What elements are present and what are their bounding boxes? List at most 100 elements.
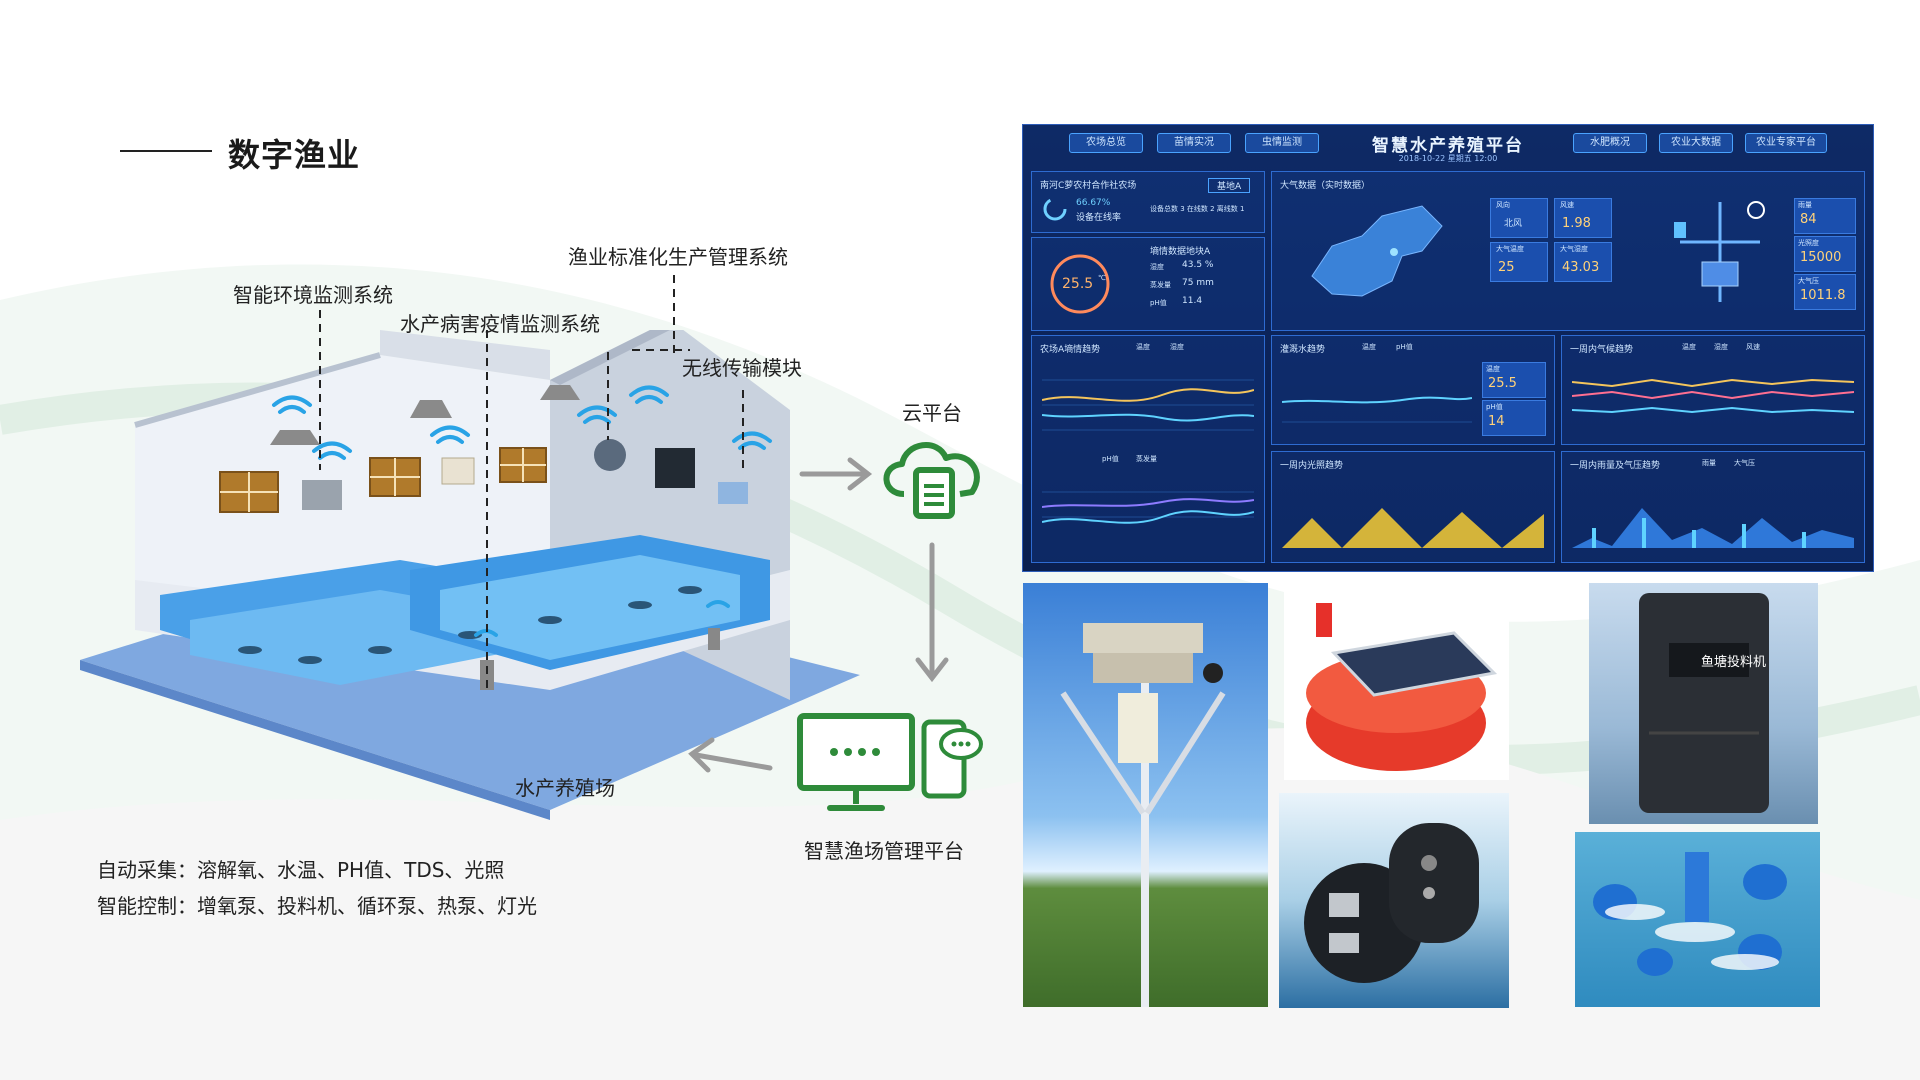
dash-legend-label: 湿度 (1170, 343, 1184, 351)
label-cloud: 云平台 (902, 401, 962, 425)
dash-tab[interactable]: 虫情监测 (1245, 133, 1319, 153)
aerator-photo (1575, 832, 1820, 1007)
label-farm: 水产养殖场 (515, 776, 615, 800)
dash-weather-title: 大气数据（实时数据） (1280, 181, 1371, 191)
dash-farm-name: 南河C萝农村合作社农场 (1040, 181, 1137, 191)
weather-label: 风速 (1560, 201, 1574, 209)
dash-chart-panel: 一周内雨量及气压趋势 雨量 大气压 (1561, 451, 1865, 563)
dash-legend-label: 温度 (1682, 343, 1696, 351)
dash-legend-label: 大气压 (1734, 459, 1755, 467)
online-ring-icon (1043, 197, 1067, 221)
weather-value: 1.98 (1562, 216, 1591, 231)
feeder-machine-icon (1639, 593, 1769, 813)
dash-soil-value: 43.5 % (1182, 260, 1214, 270)
dash-tab[interactable]: 水肥概况 (1573, 133, 1647, 153)
dash-tab[interactable]: 农业专家平台 (1745, 133, 1827, 153)
auto-collect-text: 自动采集：溶解氧、水温、PH值、TDS、光照 (97, 858, 505, 882)
dash-date: 2018-10-22 星期五 12:00 (1398, 154, 1498, 163)
dash-line-chart (1282, 396, 1472, 423)
weather-cell (1490, 198, 1548, 238)
weather-station-icon (1674, 201, 1765, 302)
monitor-phone-icon (797, 713, 983, 811)
label-env-monitor: 智能环境监测系统 (233, 283, 393, 307)
irrigation-label: 温度 (1486, 365, 1500, 373)
weather-value: 北风 (1504, 219, 1523, 229)
weather-station-icon (1060, 623, 1226, 1007)
dash-line-chart (1572, 378, 1854, 414)
dash-select[interactable]: 基地A (1208, 178, 1251, 193)
dash-legend-label: pH值 (1396, 343, 1413, 351)
dash-legend-label: 温度 (1136, 343, 1150, 351)
dash-tab[interactable]: 农场总览 (1069, 133, 1143, 153)
dash-online-label: 设备在线率 (1076, 213, 1122, 223)
dash-farm-panel: 南河C萝农村合作社农场 基地A 66.67% 设备在线率 设备总数 3 在线数 … (1031, 171, 1265, 233)
weather-label: 大气温度 (1496, 245, 1524, 253)
weather-value: 43.03 (1562, 260, 1600, 275)
label-disease-monitor: 水产病害疫情监测系统 (400, 312, 600, 336)
irrigation-label: pH值 (1486, 403, 1503, 411)
dash-legend-label: 温度 (1362, 343, 1376, 351)
cloud-icon (883, 442, 980, 519)
dash-soil-label: 蒸发量 (1150, 281, 1171, 289)
dash-chart-title: 一周内雨量及气压趋势 (1570, 461, 1661, 471)
dash-line-chart (1042, 491, 1254, 524)
dash-chart-title: 一周内气候趋势 (1570, 345, 1634, 355)
dash-tab[interactable]: 苗情实况 (1157, 133, 1231, 153)
dash-chart-panel: 农场A墒情趋势 温度 湿度 pH值 蒸发量 (1031, 335, 1265, 563)
aerator-icon (1593, 852, 1787, 976)
dash-temp-value: 25.5 (1062, 276, 1094, 292)
dash-soil-panel: 25.5 ℃ 墒情数据地块A 湿度 43.5 % 蒸发量 75 mm pH值 1… (1031, 237, 1265, 331)
dash-chart-panel: 一周内气候趋势 温度 湿度 风速 (1561, 335, 1865, 445)
dash-soil-value: 11.4 (1182, 296, 1203, 306)
side-stat-value: 15000 (1800, 250, 1842, 265)
side-stat-label: 雨量 (1798, 201, 1812, 209)
side-stat (1794, 198, 1856, 234)
feeder-photo: 鱼塘投料机 (1589, 583, 1818, 824)
dash-temp-unit: ℃ (1098, 274, 1106, 282)
side-stat (1794, 236, 1856, 272)
fish-farm-building (80, 330, 860, 820)
side-stat (1794, 274, 1856, 310)
dash-online-rate: 66.67% (1076, 198, 1111, 208)
buoy-photo (1284, 583, 1509, 780)
dash-legend-label: 风速 (1746, 343, 1760, 351)
dash-area-chart (1282, 508, 1544, 548)
dash-device-stats: 设备总数 3 在线数 2 离线数 1 (1150, 205, 1245, 213)
dashboard-screenshot: 农场总览 苗情实况 虫情监测 智慧水产养殖平台 2018-10-22 星期五 1… (1022, 124, 1874, 572)
dash-soil-title: 墒情数据地块A (1150, 247, 1211, 257)
dash-chart-panel: 灌溉水趋势 温度 pH值 温度 25.5 pH值 14 (1271, 335, 1555, 445)
dash-chart-title: 农场A墒情趋势 (1040, 345, 1101, 355)
label-wireless: 无线传输模块 (682, 356, 802, 380)
weather-label: 大气湿度 (1560, 245, 1588, 253)
irrigation-value: 14 (1488, 414, 1505, 429)
dash-tab[interactable]: 农业大数据 (1659, 133, 1733, 153)
smart-control-text: 智能控制：增氧泵、投料机、循环泵、热泵、灯光 (97, 894, 537, 918)
label-standard-mgmt: 渔业标准化生产管理系统 (568, 245, 788, 269)
camera-photo (1279, 793, 1509, 1008)
weather-cell (1554, 198, 1612, 238)
dash-chart-title: 灌溉水趋势 (1280, 345, 1326, 355)
temp-gauge-icon (1050, 254, 1110, 314)
dash-legend-label: pH值 (1102, 455, 1119, 463)
dash-legend-label: 湿度 (1714, 343, 1728, 351)
camera-icon (1304, 823, 1479, 983)
side-stat-label: 大气压 (1798, 277, 1819, 285)
dash-legend-label: 雨量 (1702, 459, 1716, 467)
buoy-icon (1306, 603, 1498, 771)
dash-title: 智慧水产养殖平台 (1372, 136, 1524, 156)
side-stat-label: 光照度 (1798, 239, 1819, 247)
title-line (120, 150, 212, 152)
dash-legend-label: 蒸发量 (1136, 455, 1157, 463)
dash-area-chart (1572, 508, 1854, 548)
dash-soil-label: 湿度 (1150, 263, 1164, 271)
weather-value: 25 (1498, 260, 1515, 275)
dash-chart-panel: 一周内光照趋势 (1271, 451, 1555, 563)
dash-soil-label: pH值 (1150, 299, 1167, 307)
weather-label: 风向 (1496, 201, 1510, 209)
dash-weather-panel: 大气数据（实时数据） 风向 北风 风速 1.98 大气温度 25 大气湿度 43… (1271, 171, 1865, 331)
side-stat-value: 1011.8 (1800, 288, 1846, 303)
weather-station-photo (1023, 583, 1268, 1007)
weather-cell (1554, 242, 1612, 282)
